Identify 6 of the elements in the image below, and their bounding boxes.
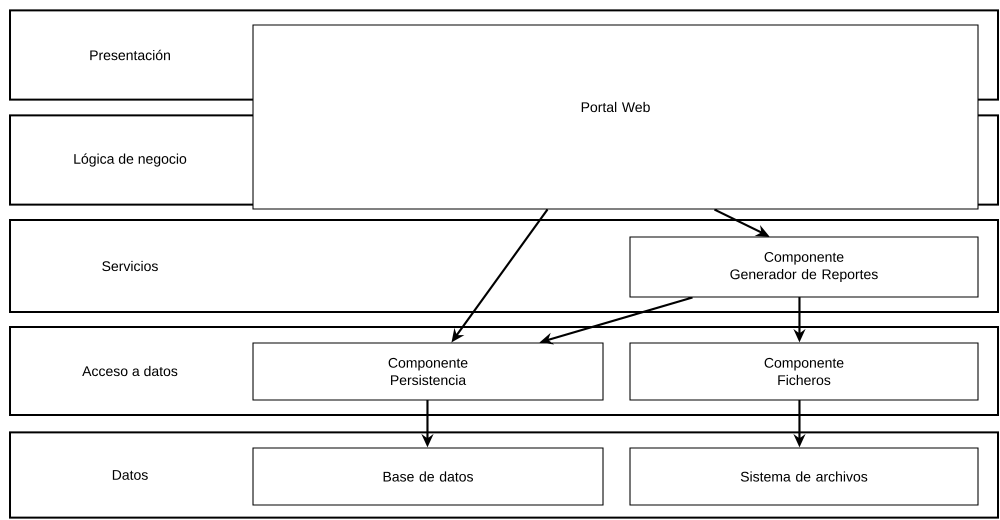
component-box: Componente Ficheros bbox=[629, 342, 979, 401]
component-box: Componente Generador de Reportes bbox=[629, 236, 979, 298]
component-box: Portal Web bbox=[252, 24, 979, 210]
component-box: Componente Persistencia bbox=[252, 342, 604, 401]
component-box: Base de datos bbox=[252, 447, 604, 506]
component-box: Sistema de archivos bbox=[629, 447, 979, 506]
